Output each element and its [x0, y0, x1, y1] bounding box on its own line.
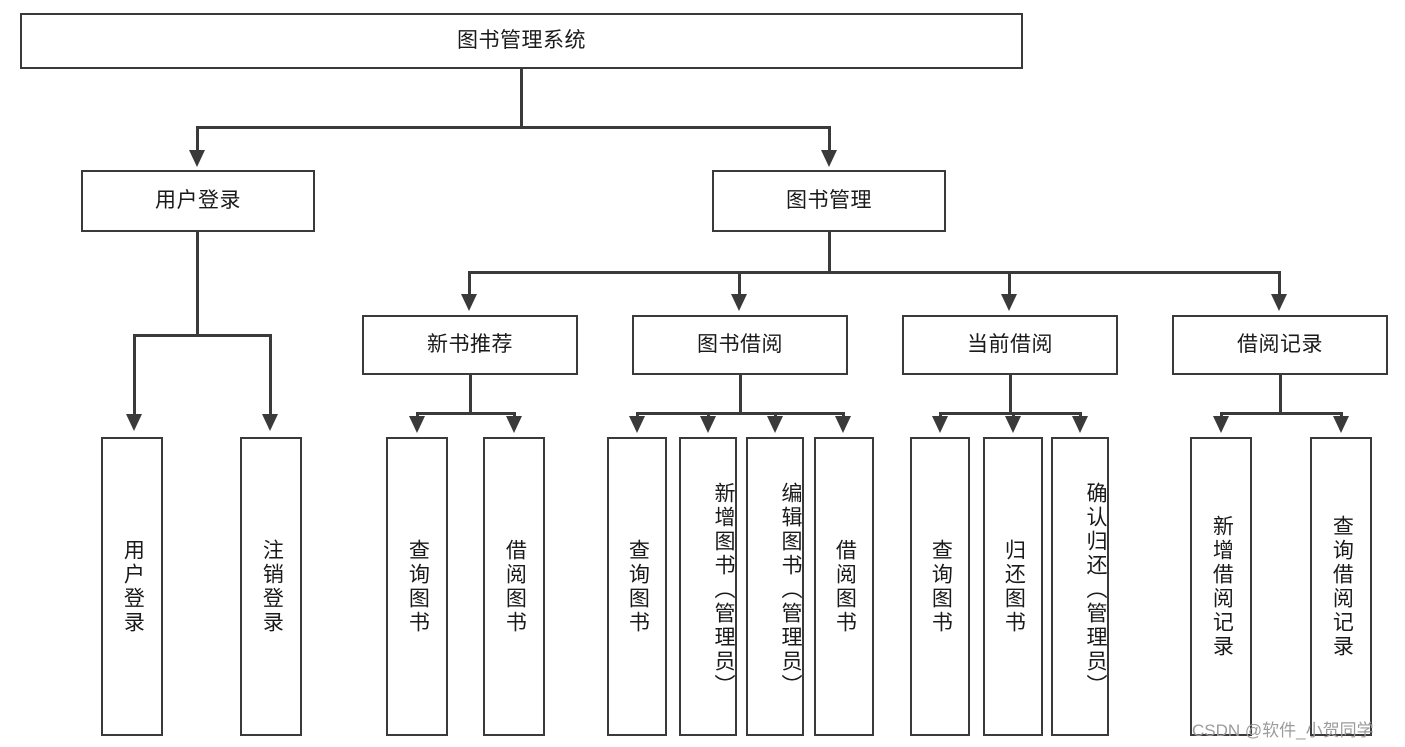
node-root-book-management-system[interactable]: 图书管理系统 [20, 13, 1023, 69]
node-label: 当前借阅 [967, 332, 1053, 356]
arrow-to-leaf-user-logout [262, 414, 278, 431]
node-label: 归还图书 [1002, 538, 1026, 635]
node-label: 新增图书（管理员） [712, 481, 735, 698]
connector-book-manage-drop-2 [738, 271, 741, 297]
node-label: 借阅图书 [503, 538, 527, 635]
arrow-to-leaf-query-book-3 [932, 416, 948, 433]
node-label: 新增借阅记录 [1210, 514, 1234, 659]
connector-book-manage-stem [828, 232, 831, 271]
arrow-to-leaf-add-book [700, 416, 716, 433]
node-label: 查询借阅记录 [1330, 514, 1354, 659]
connector-borrow-record-stem [1279, 375, 1282, 412]
connector-new-book-rec-stem [469, 375, 472, 412]
arrow-to-leaf-add-record [1213, 416, 1229, 433]
node-book-management[interactable]: 图书管理 [712, 170, 946, 232]
connector-user-login-bus [133, 334, 272, 337]
connector-book-borrow-bus [636, 412, 844, 415]
arrow-to-book-manage [821, 150, 837, 167]
arrow-to-new-book-rec [461, 294, 477, 311]
node-book-borrowing[interactable]: 图书借阅 [632, 315, 848, 375]
node-label: 图书管理系统 [457, 28, 586, 52]
connector-book-manage-bus [468, 271, 1280, 274]
connector-new-book-rec-bus [416, 412, 515, 415]
connector-root-bus [196, 126, 831, 129]
arrow-to-leaf-user-login [126, 414, 142, 431]
connector-book-manage-drop-1 [468, 271, 471, 297]
arrow-to-leaf-query-book-2 [629, 416, 645, 433]
node-label: 图书管理 [786, 188, 872, 212]
node-label: 注销登录 [260, 538, 284, 635]
node-leaf-add-book[interactable]: 新增图书（管理员） [679, 437, 737, 736]
node-leaf-edit-book[interactable]: 编辑图书（管理员） [746, 437, 804, 736]
node-leaf-borrow-book-2[interactable]: 借阅图书 [814, 437, 874, 736]
arrow-to-leaf-edit-book [767, 416, 783, 433]
node-leaf-borrow-book-1[interactable]: 借阅图书 [483, 437, 545, 736]
node-leaf-confirm-return[interactable]: 确认归还（管理员） [1051, 437, 1109, 736]
connector-user-login-stem [196, 232, 199, 334]
connector-root-drop-user-login [196, 126, 199, 154]
csdn-watermark: CSDN @软件_小贺同学 [1192, 721, 1374, 740]
connector-current-borrow-stem [1009, 375, 1012, 412]
arrow-to-user-login [189, 150, 205, 167]
arrow-to-leaf-confirm-return [1072, 416, 1088, 433]
node-leaf-user-logout[interactable]: 注销登录 [240, 437, 302, 736]
node-label: 借阅图书 [833, 538, 857, 635]
node-leaf-add-record[interactable]: 新增借阅记录 [1190, 437, 1252, 736]
node-label: 查询图书 [626, 538, 650, 635]
node-new-book-recommendation[interactable]: 新书推荐 [362, 315, 578, 375]
node-label: 借阅记录 [1237, 332, 1323, 356]
connector-root-stem [520, 69, 523, 126]
node-label: 新书推荐 [427, 332, 513, 356]
arrow-to-leaf-query-book-1 [409, 416, 425, 433]
node-leaf-query-book-2[interactable]: 查询图书 [607, 437, 667, 736]
node-label: 确认归还（管理员） [1084, 481, 1107, 698]
connector-book-manage-drop-3 [1008, 271, 1011, 297]
node-label: 用户登录 [121, 538, 145, 635]
node-leaf-user-login[interactable]: 用户登录 [101, 437, 163, 736]
connector-user-login-drop-1 [133, 334, 136, 417]
arrow-to-borrow-record [1271, 294, 1287, 311]
node-user-login[interactable]: 用户登录 [81, 170, 315, 232]
node-label: 用户登录 [155, 188, 241, 212]
node-leaf-query-book-1[interactable]: 查询图书 [386, 437, 448, 736]
connector-borrow-record-bus [1220, 412, 1342, 415]
connector-root-drop-book-manage [828, 126, 831, 154]
node-leaf-query-record[interactable]: 查询借阅记录 [1310, 437, 1372, 736]
connector-book-borrow-stem [739, 375, 742, 412]
arrow-to-book-borrow [731, 294, 747, 311]
node-label: 图书借阅 [697, 332, 783, 356]
arrow-to-current-borrow [1001, 294, 1017, 311]
arrow-to-leaf-return-book [1005, 416, 1021, 433]
node-leaf-return-book[interactable]: 归还图书 [983, 437, 1043, 736]
node-label: 查询图书 [929, 538, 953, 635]
node-current-borrowing[interactable]: 当前借阅 [902, 315, 1118, 375]
node-borrowing-record[interactable]: 借阅记录 [1172, 315, 1388, 375]
arrow-to-leaf-borrow-book-2 [835, 416, 851, 433]
node-label: 查询图书 [406, 538, 430, 635]
connector-book-manage-drop-4 [1278, 271, 1281, 297]
node-label: 编辑图书（管理员） [779, 481, 802, 698]
node-leaf-query-book-3[interactable]: 查询图书 [910, 437, 970, 736]
connector-user-login-drop-2 [269, 334, 272, 417]
arrow-to-leaf-query-record [1333, 416, 1349, 433]
connector-current-borrow-bus [939, 412, 1080, 415]
arrow-to-leaf-borrow-book-1 [506, 416, 522, 433]
